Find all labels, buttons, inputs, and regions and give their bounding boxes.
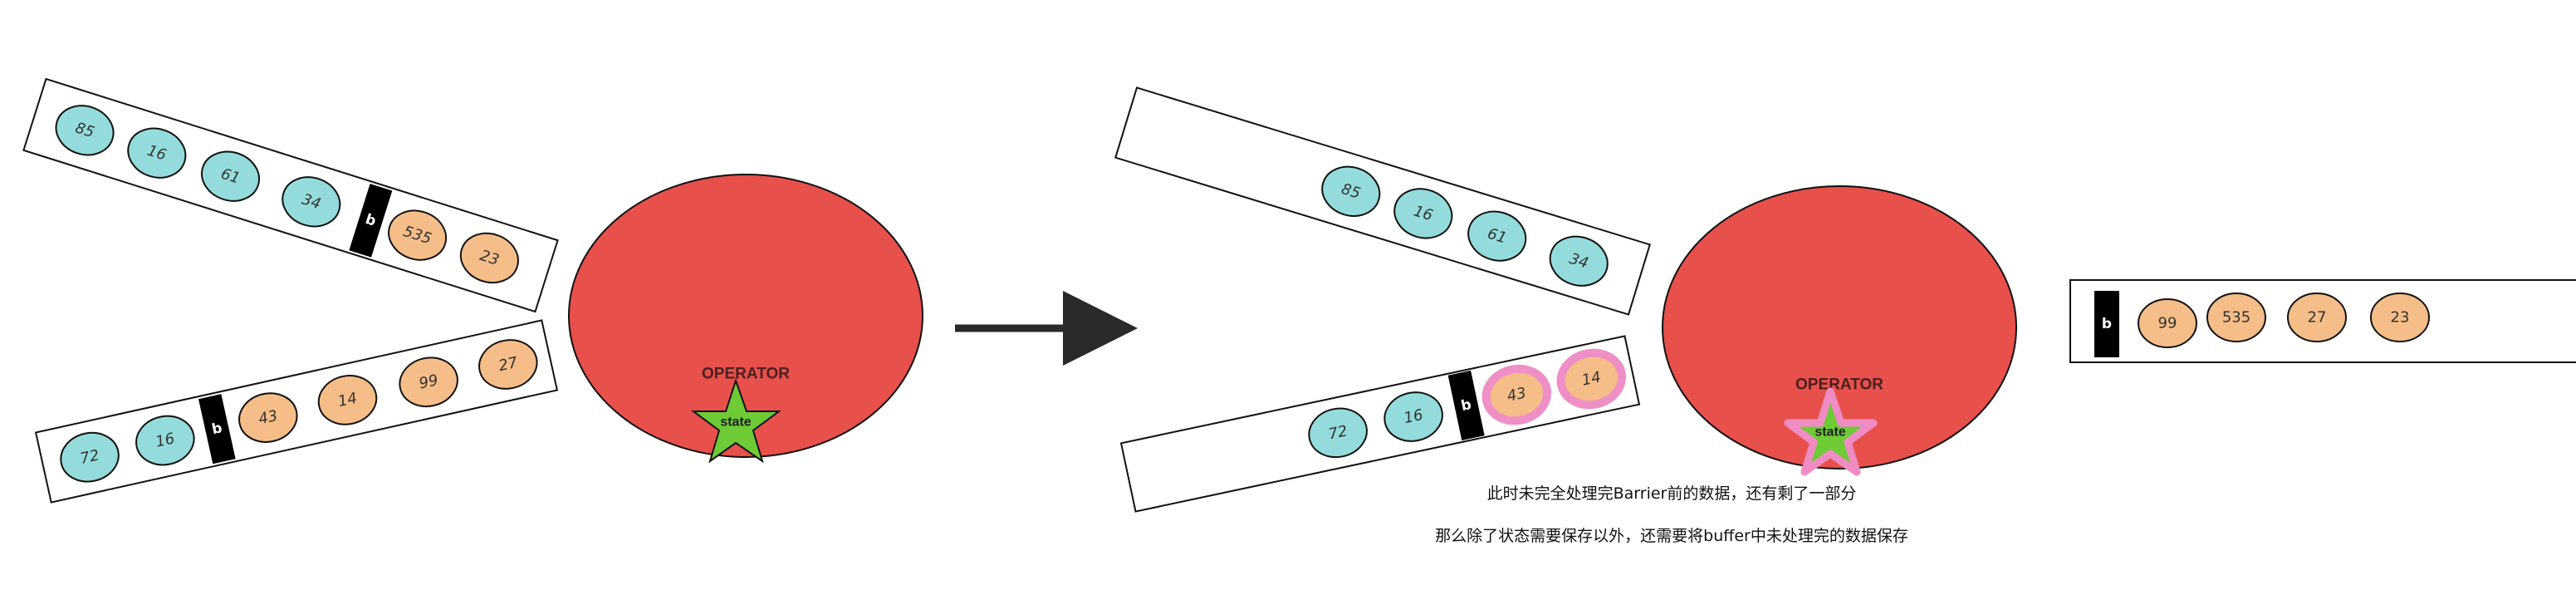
orange-record: 535 <box>388 209 448 261</box>
right-top-lane-box <box>1114 86 1651 316</box>
cyan-record: 16 <box>127 127 187 179</box>
orange-record: 99 <box>399 356 458 408</box>
right-scene: 85 16 61 34 72 16 <box>1114 86 2576 545</box>
barrier-label: b <box>210 420 223 438</box>
barrier-marker: b <box>1447 370 1485 440</box>
record-value: 16 <box>154 430 176 450</box>
orange-record: 27 <box>2287 293 2347 342</box>
right-operator: OPERATOR state <box>1662 185 2017 476</box>
operator-body <box>1662 185 2017 470</box>
operator-label: OPERATOR <box>702 366 790 383</box>
cyan-record: 85 <box>1321 165 1381 217</box>
left-bottom-lane: 72 16 b 43 14 99 <box>34 319 559 504</box>
barrier-label: b <box>364 211 379 230</box>
record-value: 14 <box>1580 368 1603 389</box>
left-scene: 85 16 61 34 b 535 <box>22 77 923 504</box>
record-value: 43 <box>257 407 279 428</box>
state-label: state <box>720 415 751 430</box>
record-value: 72 <box>1327 422 1349 443</box>
left-top-lane: 85 16 61 34 b 535 <box>22 77 559 313</box>
orange-record: 14 <box>317 375 378 425</box>
operator-body <box>568 174 923 458</box>
orange-record: 99 <box>2138 298 2197 348</box>
orange-record: 23 <box>2370 293 2430 342</box>
caption-line-2: 那么除了状态需要保存以外，还需要将buffer中未处理完的数据保存 <box>1435 527 1908 545</box>
record-value: 14 <box>336 390 359 411</box>
orange-record: 23 <box>459 232 519 284</box>
cyan-record: 16 <box>1393 188 1453 239</box>
record-value: 27 <box>2308 309 2327 327</box>
record-value: 99 <box>2158 315 2177 332</box>
orange-record: 27 <box>478 339 538 390</box>
record-value: 72 <box>79 446 101 467</box>
cyan-record: 72 <box>60 431 120 483</box>
operator-label: OPERATOR <box>1795 376 1883 394</box>
record-value: 535 <box>2222 309 2250 327</box>
highlighted-record: 43 <box>1481 364 1552 425</box>
record-value: 16 <box>1403 406 1425 427</box>
barrier-marker: b <box>349 184 393 258</box>
barrier-marker: b <box>2094 291 2119 357</box>
barrier-label: b <box>1460 396 1473 415</box>
barrier-label: b <box>2102 316 2112 332</box>
right-top-lane: 85 16 61 34 <box>1114 86 1651 316</box>
record-value: 99 <box>418 371 440 392</box>
barrier-marker: b <box>198 394 236 465</box>
cyan-record: 72 <box>1308 407 1368 459</box>
record-value: 27 <box>497 354 519 376</box>
cyan-record: 85 <box>55 105 115 156</box>
right-output-lane: b 99 535 27 23 <box>2069 279 2576 363</box>
orange-record: 535 <box>2206 293 2266 342</box>
state-label: state <box>1814 425 1845 440</box>
left-operator: OPERATOR state <box>568 174 923 464</box>
highlighted-record: 14 <box>1556 348 1627 410</box>
caption-line-1: 此时未完全处理完Barrier前的数据，还有剩了一部分 <box>1487 484 1857 503</box>
star-icon: state <box>1784 387 1878 476</box>
cyan-record: 61 <box>1467 210 1527 262</box>
record-value: 43 <box>1506 384 1528 405</box>
cyan-record: 34 <box>1549 235 1609 287</box>
orange-record: 43 <box>238 392 298 443</box>
record-value: 23 <box>2391 309 2410 327</box>
cyan-record: 16 <box>1383 391 1443 442</box>
right-bottom-lane: 72 16 b 43 14 <box>1119 335 1641 513</box>
cyan-record: 34 <box>282 176 341 228</box>
cyan-record: 61 <box>201 150 261 202</box>
star-icon: state <box>690 377 782 464</box>
cyan-record: 16 <box>135 415 195 466</box>
